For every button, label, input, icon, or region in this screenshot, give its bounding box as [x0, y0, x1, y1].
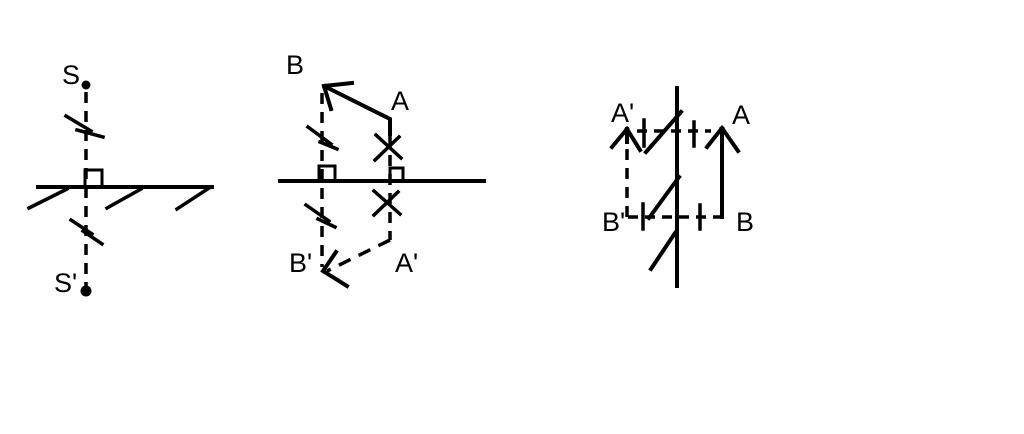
diagram-point-source-reflection: S S' [26, 60, 214, 298]
mirror-hatching [26, 185, 212, 212]
label-image-tail: A' [395, 248, 418, 278]
label-source: S [62, 60, 80, 90]
tick-mark-below-mirror [68, 217, 105, 247]
label-object-tail: B [736, 207, 754, 237]
cross-mark-below-mirror [371, 188, 403, 218]
object-arrowhead [321, 80, 355, 112]
label-object-head: B [286, 50, 304, 80]
label-image-tail: B' [602, 207, 625, 237]
object-arrowhead [704, 125, 741, 154]
left-tick-above-mirror [305, 124, 340, 152]
label-image: S' [54, 268, 77, 298]
cross-mark-above-mirror [372, 132, 404, 163]
diagram-arrow-horizontal-mirror: B A B' A' [278, 50, 486, 289]
label-object-tail: A [391, 86, 409, 116]
right-angle-marker-right [388, 166, 405, 183]
object-arrow-shaft [323, 84, 392, 136]
image-arrowhead [320, 249, 350, 289]
tick-mark-above-mirror [63, 113, 106, 140]
source-point-dot [81, 80, 91, 90]
label-object-head: A [732, 100, 750, 130]
label-image-head: A' [611, 98, 634, 128]
right-angle-marker-left [317, 164, 337, 183]
image-arrow-shaft-dashed [326, 238, 391, 273]
image-arrowhead [609, 126, 643, 153]
image-point-dot [80, 285, 92, 297]
left-tick-below-mirror [303, 202, 338, 230]
diagram-arrow-vertical-mirror: A' A B' B [602, 86, 754, 288]
label-image-head: B' [289, 248, 312, 278]
